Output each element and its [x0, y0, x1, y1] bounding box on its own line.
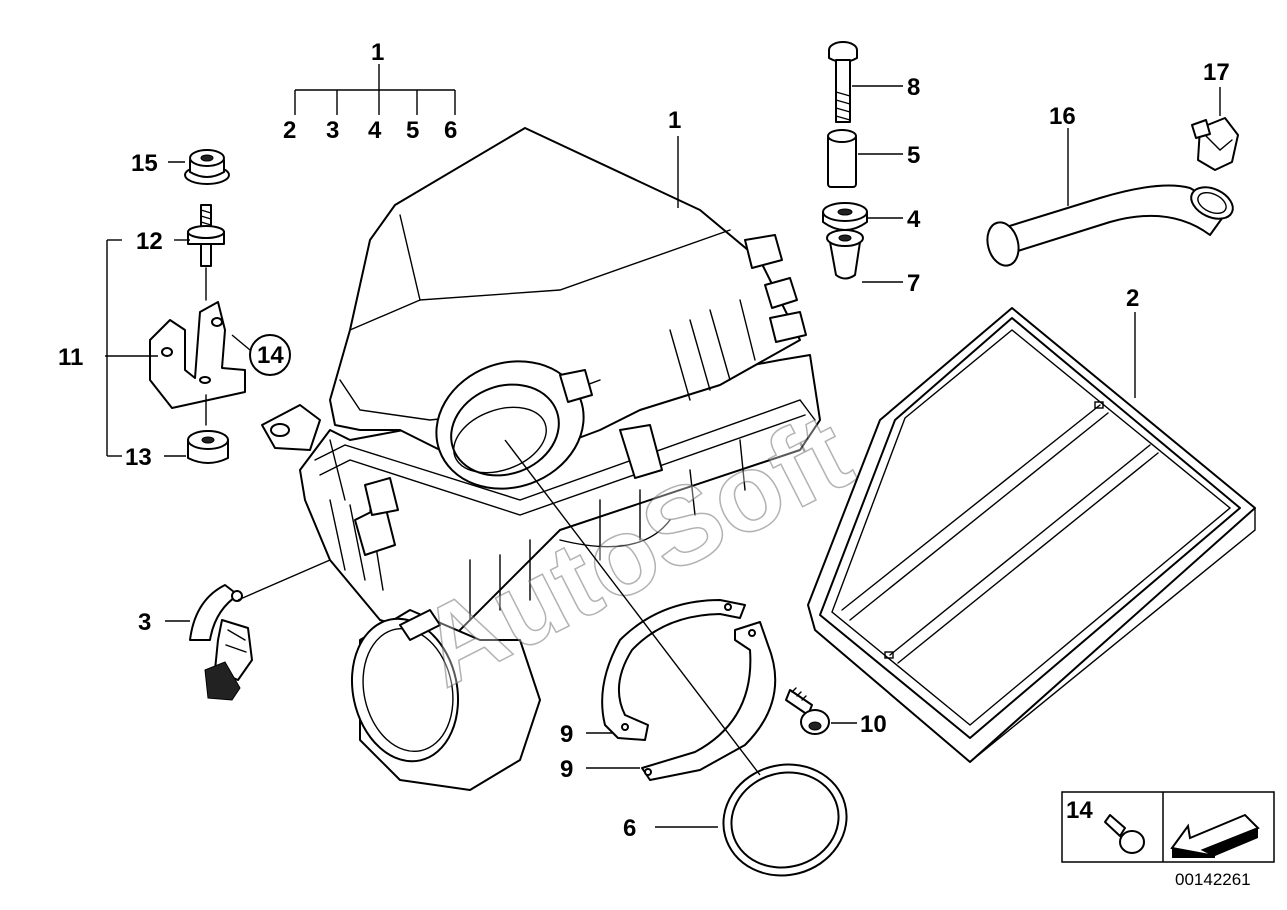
callout-sensor-3: 3 [138, 609, 151, 636]
callout-housing-1: 1 [668, 107, 681, 134]
clamp-part [1191, 117, 1239, 171]
screw-part [785, 687, 830, 735]
nut-part [826, 229, 864, 280]
callout-kit-5: 5 [406, 117, 419, 144]
callout-hose-16: 16 [1049, 103, 1076, 130]
callout-kit-4: 4 [368, 117, 382, 144]
bolt-part [828, 41, 858, 123]
callout-bolt-8: 8 [907, 74, 920, 101]
direction-arrow-icon [1170, 813, 1260, 858]
callout-nut-13: 13 [125, 444, 152, 471]
drawing-number: 00142261 [1175, 870, 1251, 889]
callout-kit-6: 6 [444, 117, 457, 144]
bracket-part [149, 267, 246, 426]
callout-nut-15: 15 [131, 150, 158, 177]
stud-part [187, 204, 225, 267]
callout-sleeve-5: 5 [907, 142, 920, 169]
grommet-part [822, 202, 868, 231]
callout-bracket-11: 11 [58, 344, 83, 371]
clamp-ring-part [601, 599, 777, 781]
kit-bracket [294, 64, 456, 115]
callout-screw-10: 10 [860, 711, 887, 738]
hex-nut-part [187, 430, 229, 464]
sensor-part [189, 584, 253, 701]
legend-screw-icon [1104, 814, 1145, 854]
sleeve-part [827, 129, 857, 188]
callout-ring-9b: 9 [560, 756, 573, 783]
callout-circle-14: 14 [257, 342, 284, 369]
filter-element [807, 307, 1256, 763]
callout-stud-12: 12 [136, 228, 163, 255]
callout-kit-2: 2 [283, 117, 296, 144]
callout-nut-7: 7 [907, 270, 920, 297]
callout-circle [249, 334, 291, 376]
seal-ring-part [722, 763, 848, 877]
callout-clamp-17: 17 [1203, 59, 1230, 86]
callout-kit-1: 1 [371, 39, 384, 66]
callout-legend-14: 14 [1066, 797, 1093, 824]
callout-ring-9a: 9 [560, 721, 573, 748]
callout-filter-2: 2 [1126, 285, 1139, 312]
legend-box [1061, 791, 1275, 863]
callout-kit-3: 3 [326, 117, 339, 144]
air-filter-housing [261, 127, 821, 791]
callout-grommet-4: 4 [907, 206, 921, 233]
flange-nut-part [184, 149, 230, 185]
hose-part [986, 184, 1234, 267]
callout-seal-6: 6 [623, 815, 636, 842]
